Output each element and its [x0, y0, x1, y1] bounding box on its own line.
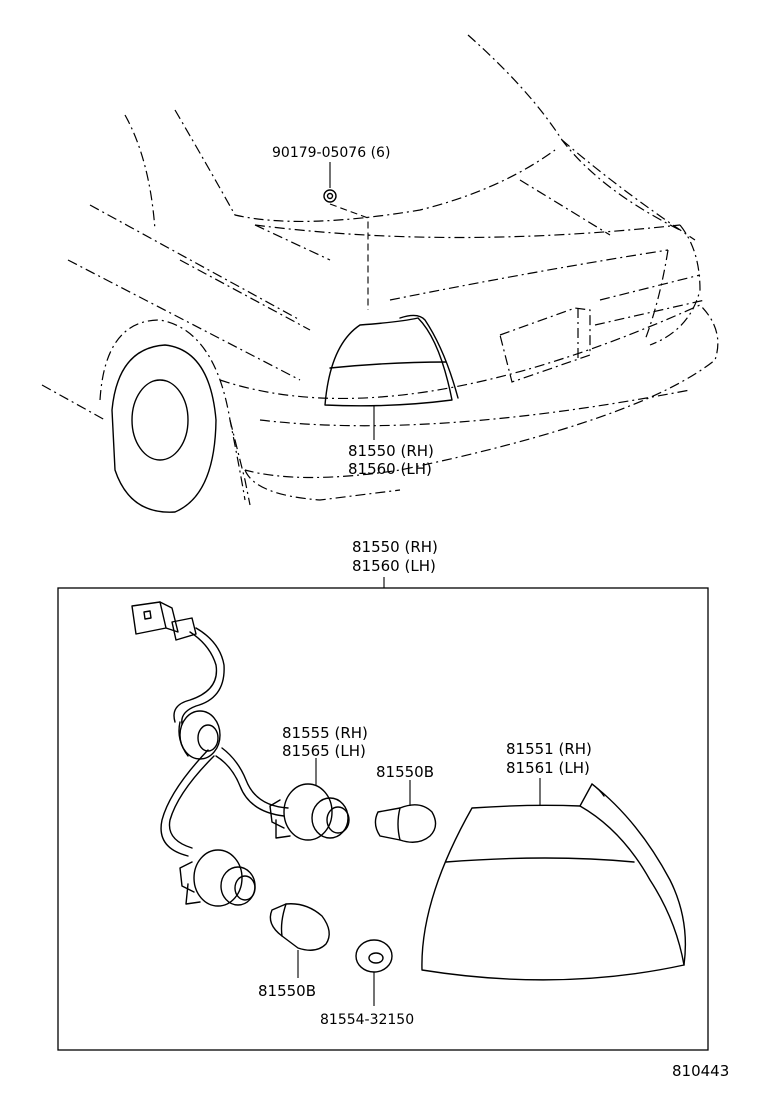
- socket-rh-label: 81555 (RH): [282, 724, 368, 742]
- bulb-upper-label: 81550B: [376, 763, 434, 781]
- upper-lamp-rh-label: 81550 (RH): [348, 442, 434, 460]
- connector-icon: [131, 601, 197, 641]
- screw-part-number-label: 90179-05076 (6): [272, 145, 390, 161]
- assy-rh-label: 81550 (RH): [352, 538, 438, 556]
- wire-harness: [160, 627, 289, 857]
- gasket-icon: [355, 939, 393, 973]
- upper-lamp-lh-label: 81560 (LH): [348, 460, 432, 478]
- bulb-upper-icon: [374, 804, 437, 843]
- socket-lh-label: 81565 (LH): [282, 742, 366, 760]
- screw-icon: [323, 189, 337, 203]
- grommet-icon: [178, 710, 221, 760]
- lens-icon: [421, 783, 687, 981]
- lens-lh-label: 81561 (LH): [506, 759, 590, 777]
- exploded-view-frame: [57, 587, 709, 1051]
- socket-upper-icon: [269, 783, 350, 841]
- socket-lower-icon: [179, 849, 256, 907]
- lens-rh-label: 81551 (RH): [506, 740, 592, 758]
- figure-number: 810443: [672, 1062, 729, 1080]
- gasket-part-number-label: 81554-32150: [320, 1012, 414, 1028]
- bulb-lower-icon: [269, 903, 330, 951]
- bulb-lower-label: 81550B: [258, 982, 316, 1000]
- car-rear-view: [41, 34, 719, 513]
- assy-lh-label: 81560 (LH): [352, 557, 436, 575]
